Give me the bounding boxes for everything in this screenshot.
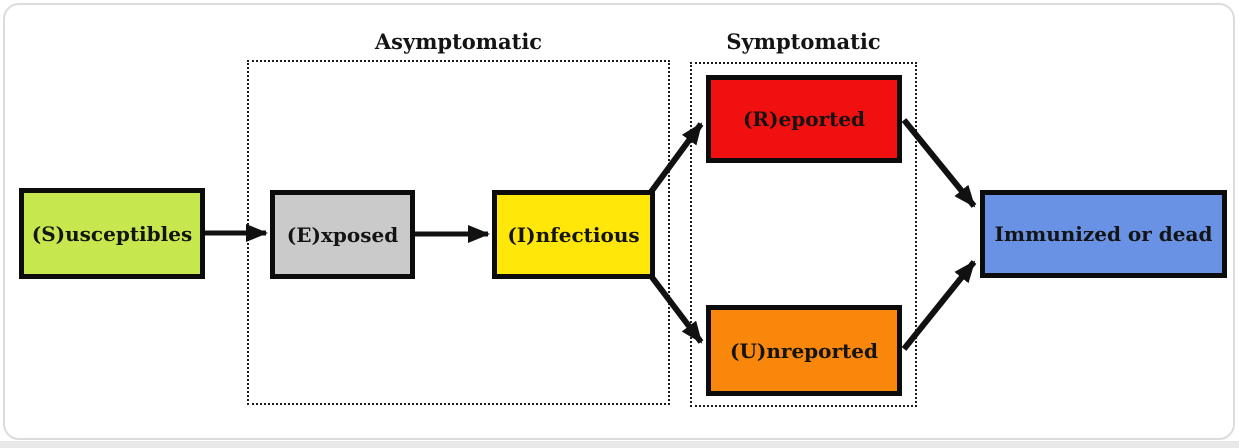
node-unreported: (U)nreported [706,305,902,396]
node-reported-label: (R)eported [742,107,866,131]
group-symptomatic [690,62,917,407]
node-reported: (R)eported [706,75,902,163]
page-background-strip [0,441,1239,448]
node-exposed-label: (E)xposed [286,222,399,247]
node-immunized-or-dead-label: Immunized or dead [994,222,1213,246]
node-susceptibles-label: (S)usceptibles [31,221,193,246]
group-asymptomatic-label: Asymptomatic [374,29,543,54]
node-susceptibles: (S)usceptibles [19,188,205,279]
node-infectious: (I)nfectious [492,190,655,279]
node-exposed: (E)xposed [270,190,415,279]
node-unreported-label: (U)nreported [730,338,878,363]
group-symptomatic-label: Symptomatic [726,29,881,54]
node-infectious-label: (I)nfectious [507,222,640,247]
node-immunized-or-dead: Immunized or dead [980,190,1227,278]
